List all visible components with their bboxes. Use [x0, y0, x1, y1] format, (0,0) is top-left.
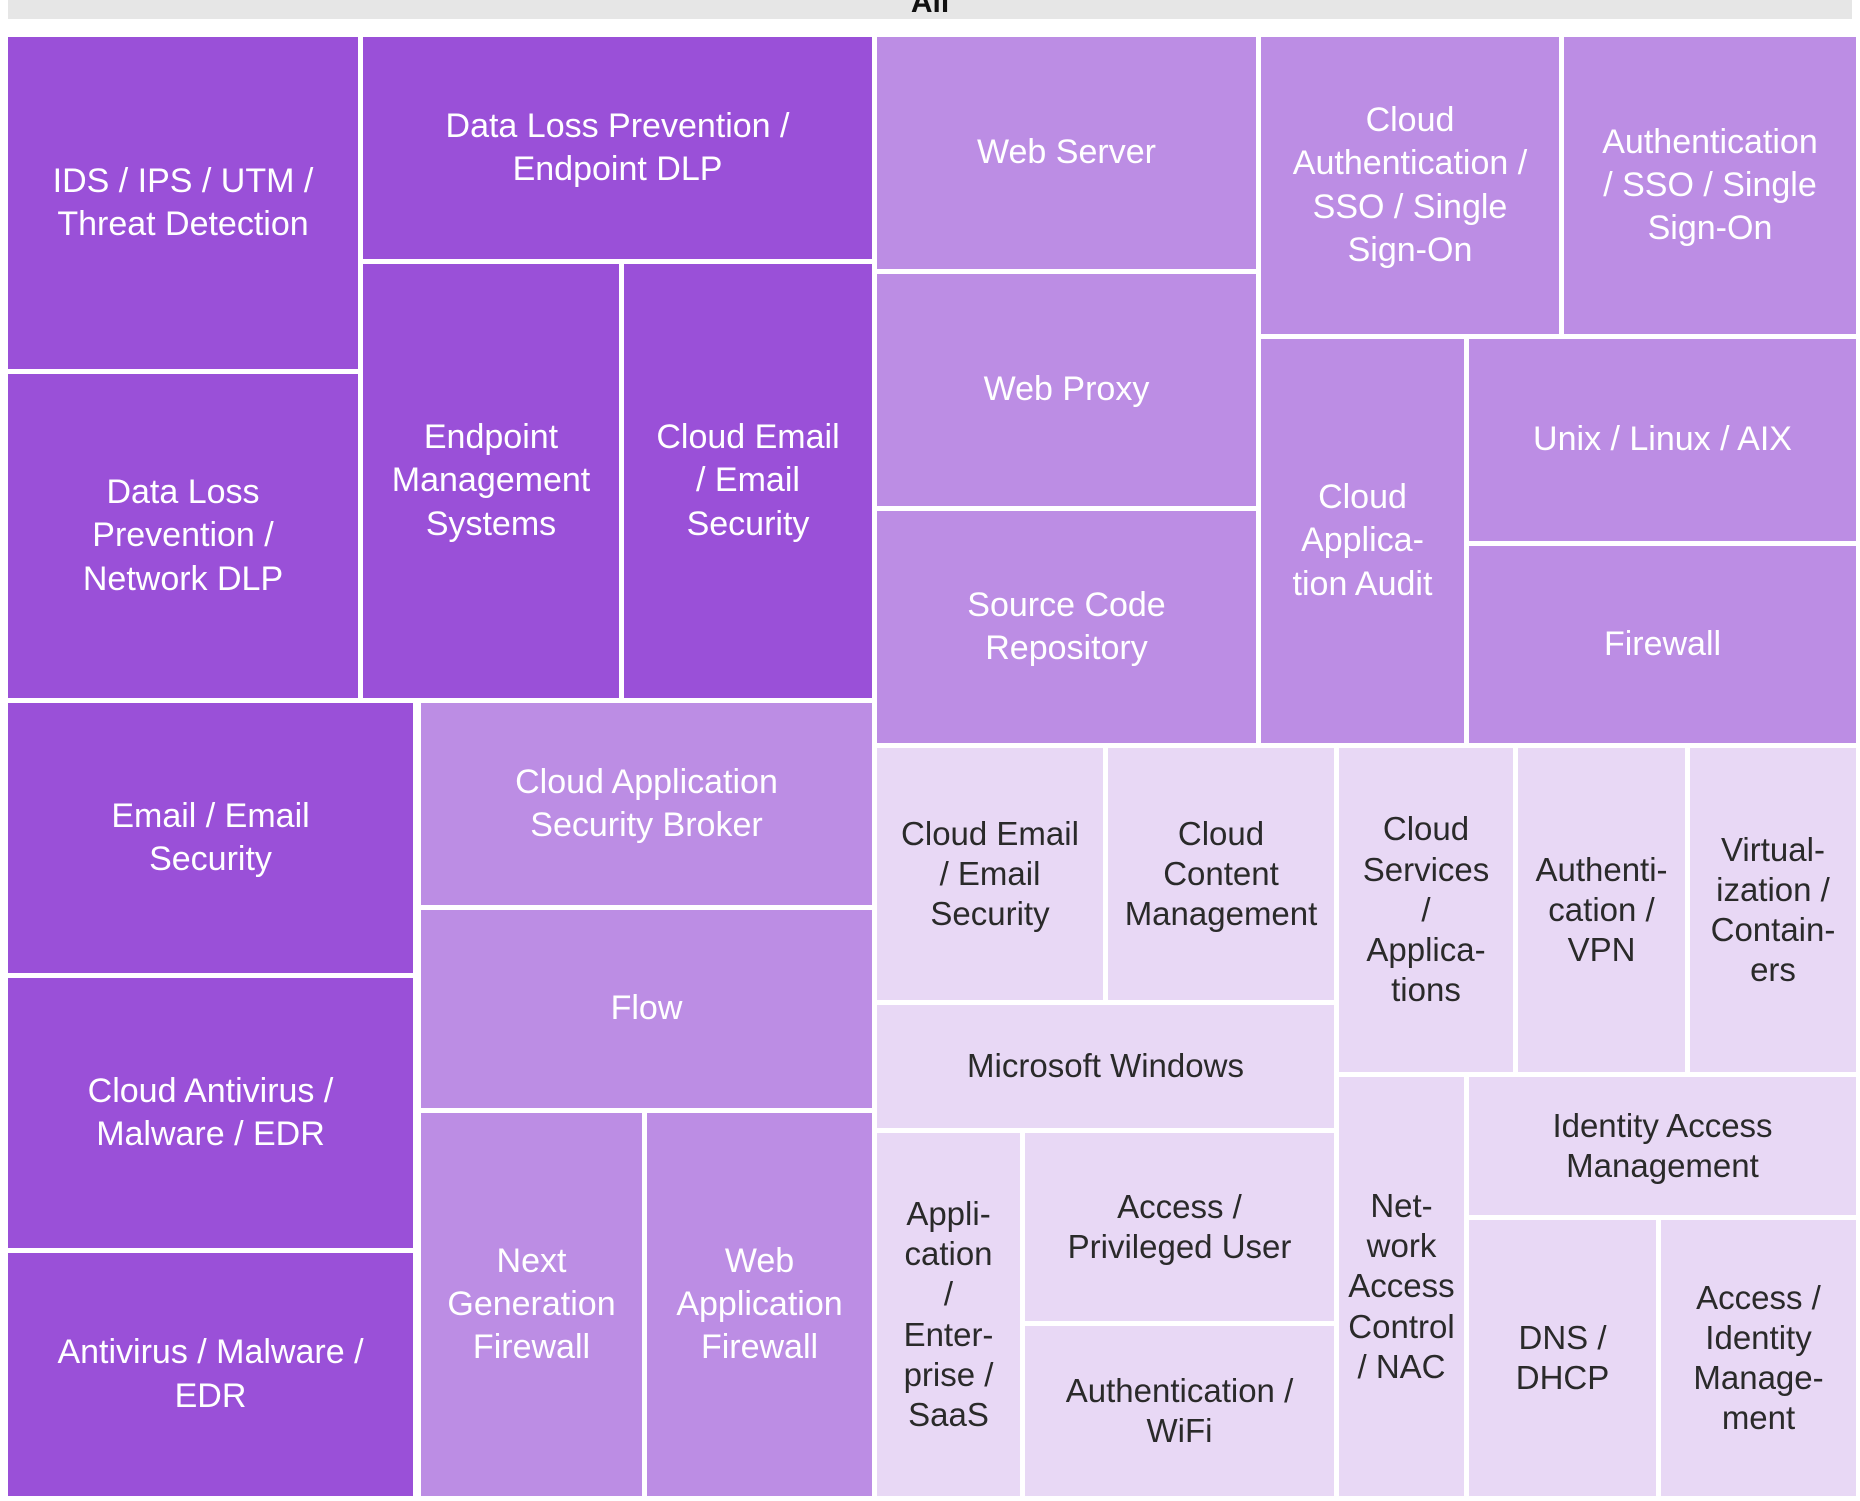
treemap-tile-label: Access /Privileged User [1067, 1187, 1292, 1265]
treemap-tile-ids-ips-utm-threat-detection-1: IDS / IPS / UTM /Threat Detection [8, 37, 358, 369]
treemap-tile-label: Unix / Linux / AIX [1533, 420, 1792, 459]
treemap-tile-label: Firewall [1603, 624, 1722, 663]
treemap-tile-unix-linux-aix-19: Unix / Linux / AIX [1469, 339, 1856, 541]
treemap-tile-label: Microsoft Windows [967, 1047, 1244, 1085]
treemap-tile-label: Flow [610, 989, 683, 1028]
treemap-tile-antivirus-malware-edr-8: Antivirus / Malware /EDR [8, 1253, 413, 1496]
treemap-header: All [8, 0, 1852, 19]
treemap-tile-label: IDS / IPS / UTM /Threat Detection [52, 161, 314, 243]
treemap-tile-label: Authentication /WiFi [1065, 1371, 1294, 1449]
treemap-tile-access-privileged-user-28: Access /Privileged User [1025, 1133, 1334, 1321]
treemap-tile-label: Virtual-ization /Contain-ers [1710, 830, 1836, 989]
treemap-tile-label: Web Proxy [983, 370, 1150, 409]
treemap-tile-dns-dhcp-32: DNS /DHCP [1469, 1220, 1656, 1496]
treemap-tile-label: Data Loss Prevention /Endpoint DLP [445, 106, 790, 188]
treemap-tile-authentication-wifi-29: Authentication /WiFi [1025, 1326, 1334, 1496]
treemap-tile-data-loss-prevention-endpoint-dlp-2: Data Loss Prevention /Endpoint DLP [363, 37, 872, 259]
treemap-tile-authentication-vpn-24: Authenti-cation /VPN [1518, 748, 1685, 1072]
treemap-tile-label: Web Server [977, 133, 1156, 172]
treemap-tile-application-enterprise-saas-27: Appli-cation/Enter-prise /SaaS [877, 1133, 1020, 1496]
treemap-tile-label: Authenti-cation /VPN [1535, 850, 1668, 969]
treemap-tile-web-server-13: Web Server [877, 37, 1256, 269]
treemap-tile-firewall-20: Firewall [1469, 546, 1856, 743]
treemap-tile-web-proxy-14: Web Proxy [877, 274, 1256, 506]
treemap-tile-virtualization-containers-25: Virtual-ization /Contain-ers [1690, 748, 1856, 1072]
chart-title: All [910, 0, 950, 19]
treemap-tile-label: Appli-cation/Enter-prise /SaaS [903, 1194, 994, 1433]
treemap-tile-label: Cloud Antivirus /Malware / EDR [87, 1071, 334, 1153]
treemap-tile-label: DNS /DHCP [1515, 1318, 1610, 1396]
treemap-tile-microsoft-windows-26: Microsoft Windows [877, 1005, 1334, 1128]
treemap-tile-flow-10: Flow [421, 910, 872, 1108]
treemap-tile-cloud-antivirus-malware-edr-7: Cloud Antivirus /Malware / EDR [8, 978, 413, 1248]
treemap-tile-label: Antivirus / Malware /EDR [57, 1333, 364, 1415]
